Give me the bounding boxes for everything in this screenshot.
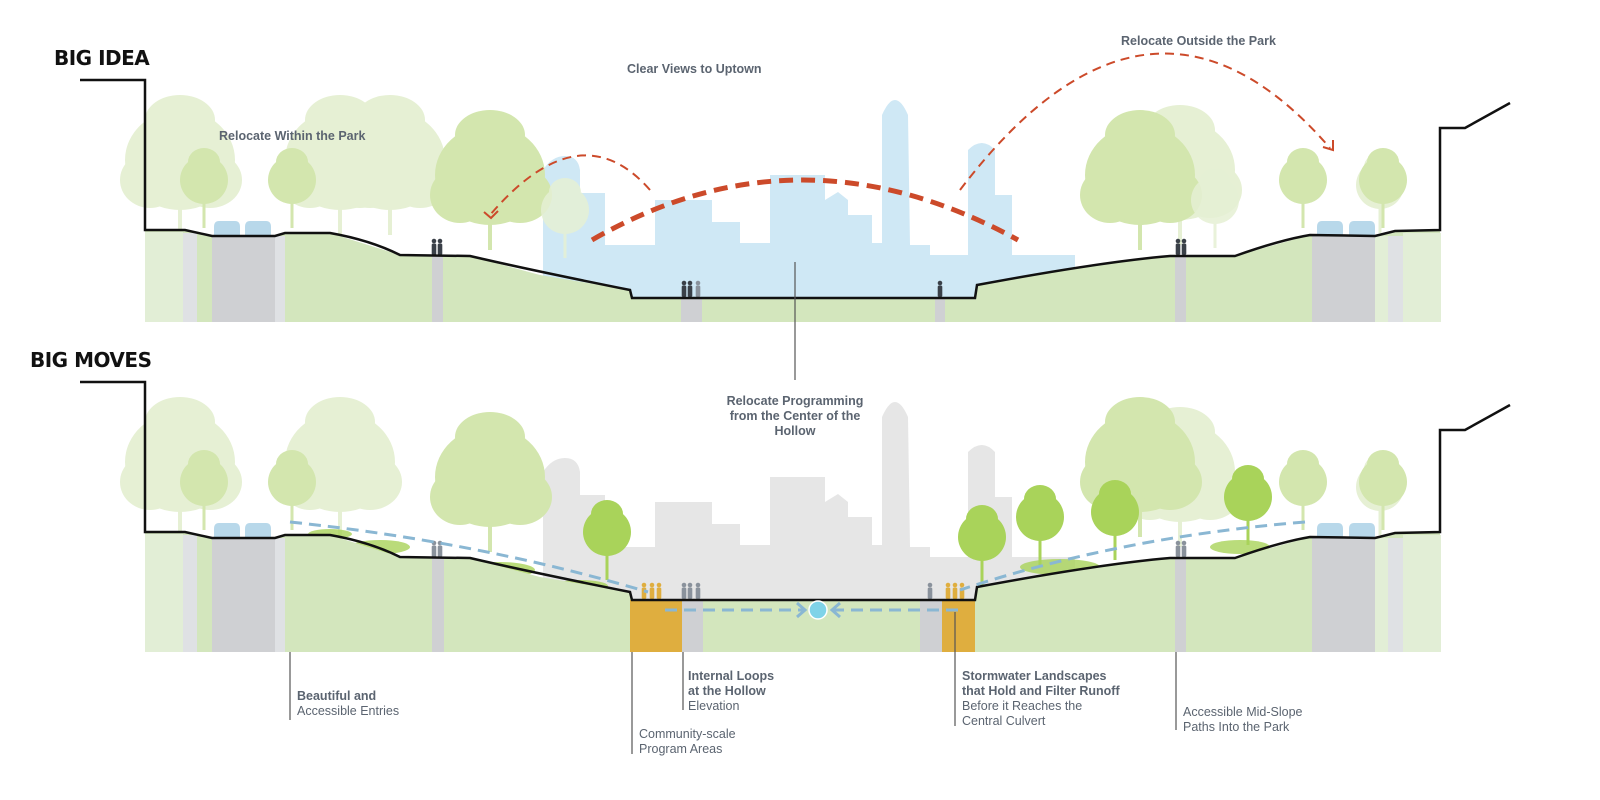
clear-views-arc [590,177,1020,243]
ground-profile-fill [145,230,1440,322]
callout-leaders [289,612,1177,754]
relocate-outside-arrow [959,52,1331,191]
road-left [212,236,275,322]
callout-community-program-areas: Community-scale Program Areas [639,727,736,756]
uptown-skyline-gray [543,402,1075,602]
big-moves-title: BIG MOVES [30,348,152,372]
arrowhead-icon [1322,140,1334,152]
road-right [1312,236,1375,322]
clear-views-label: Clear Views to Uptown [627,62,762,76]
program-area-left [630,600,682,652]
big-moves-section [80,380,1511,754]
callout-stormwater-landscapes: Stormwater Landscapes that Hold and Filt… [962,669,1120,728]
big-idea-title: BIG IDEA [54,46,150,70]
callout-internal-loops: Internal Loops at the Hollow Elevation [688,669,775,713]
relocate-within-label: Relocate Within the Park [219,129,366,143]
big-idea-section [80,52,1511,380]
callout-accessible-entries: Beautiful and Accessible Entries [297,689,400,718]
section-profile-line [80,78,1511,300]
stormwater-flow-lines [289,520,1306,612]
relocate-programming-label: Relocate Programming from the Center of … [726,394,864,438]
arrowhead-icon [483,210,499,220]
relocate-outside-label: Relocate Outside the Park [1121,34,1276,48]
program-area-right [942,600,975,652]
uptown-skyline-blue [543,100,1075,300]
callout-mid-slope-paths: Accessible Mid-Slope Paths Into the Park [1183,705,1303,734]
relocation-arrows [483,52,1334,243]
central-culvert-icon [808,600,828,620]
